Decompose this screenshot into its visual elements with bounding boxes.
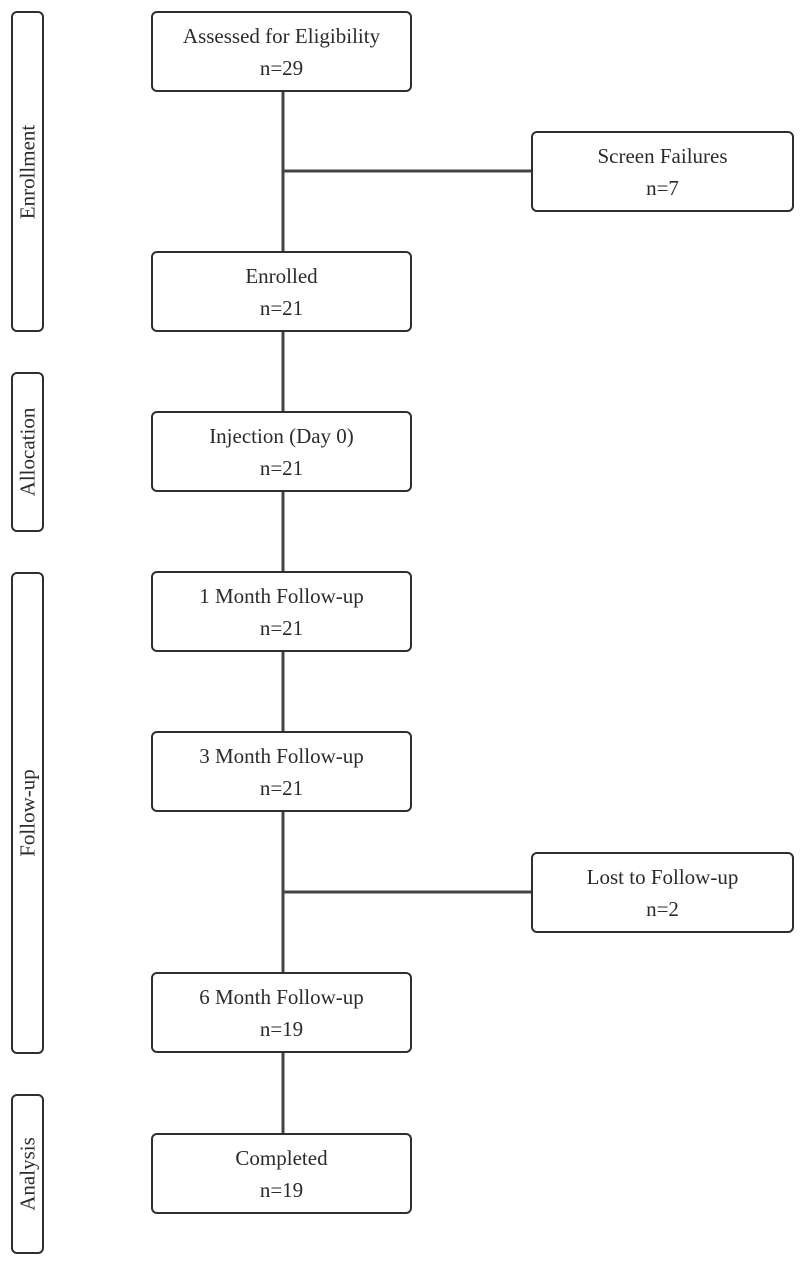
box-enrolled: Enrolled n=21 <box>151 251 412 332</box>
box-count: n=29 <box>259 55 304 80</box>
box-title: 6 Month Follow-up <box>199 984 364 1009</box>
box-count: n=21 <box>259 775 304 800</box>
box-count: n=2 <box>646 896 679 921</box>
box-completed: Completed n=19 <box>151 1133 412 1214</box>
stage-enrollment: Enrollment <box>11 11 44 332</box>
box-1-month-follow-up: 1 Month Follow-up n=21 <box>151 571 412 652</box>
box-6-month-follow-up: 6 Month Follow-up n=19 <box>151 972 412 1053</box>
stage-enrollment-label: Enrollment <box>15 124 39 219</box>
stage-allocation: Allocation <box>11 372 44 532</box>
box-title: Injection (Day 0) <box>209 423 354 448</box>
box-title: 3 Month Follow-up <box>199 743 364 768</box>
box-lost-to-follow-up: Lost to Follow-up n=2 <box>531 852 794 933</box>
stage-follow-up: Follow-up <box>11 572 44 1054</box>
box-count: n=21 <box>259 295 304 320</box>
box-title: Screen Failures <box>597 143 728 168</box>
box-count: n=7 <box>646 175 679 200</box>
box-assessed-for-eligibility: Assessed for Eligibility n=29 <box>151 11 412 92</box>
box-screen-failures: Screen Failures n=7 <box>531 131 794 212</box>
stage-follow-up-label: Follow-up <box>15 769 39 857</box>
box-title: 1 Month Follow-up <box>199 583 364 608</box>
stage-analysis: Analysis <box>11 1094 44 1254</box>
box-count: n=21 <box>259 455 304 480</box>
stage-analysis-label: Analysis <box>15 1137 39 1211</box>
box-3-month-follow-up: 3 Month Follow-up n=21 <box>151 731 412 812</box>
box-count: n=19 <box>259 1177 304 1202</box>
box-title: Enrolled <box>245 263 318 288</box>
box-count: n=21 <box>259 615 304 640</box>
stage-allocation-label: Allocation <box>15 407 39 497</box>
box-title: Assessed for Eligibility <box>182 23 381 48</box>
box-count: n=19 <box>259 1016 304 1041</box>
box-title: Completed <box>235 1145 328 1170</box>
box-injection: Injection (Day 0) n=21 <box>151 411 412 492</box>
box-title: Lost to Follow-up <box>586 864 739 889</box>
